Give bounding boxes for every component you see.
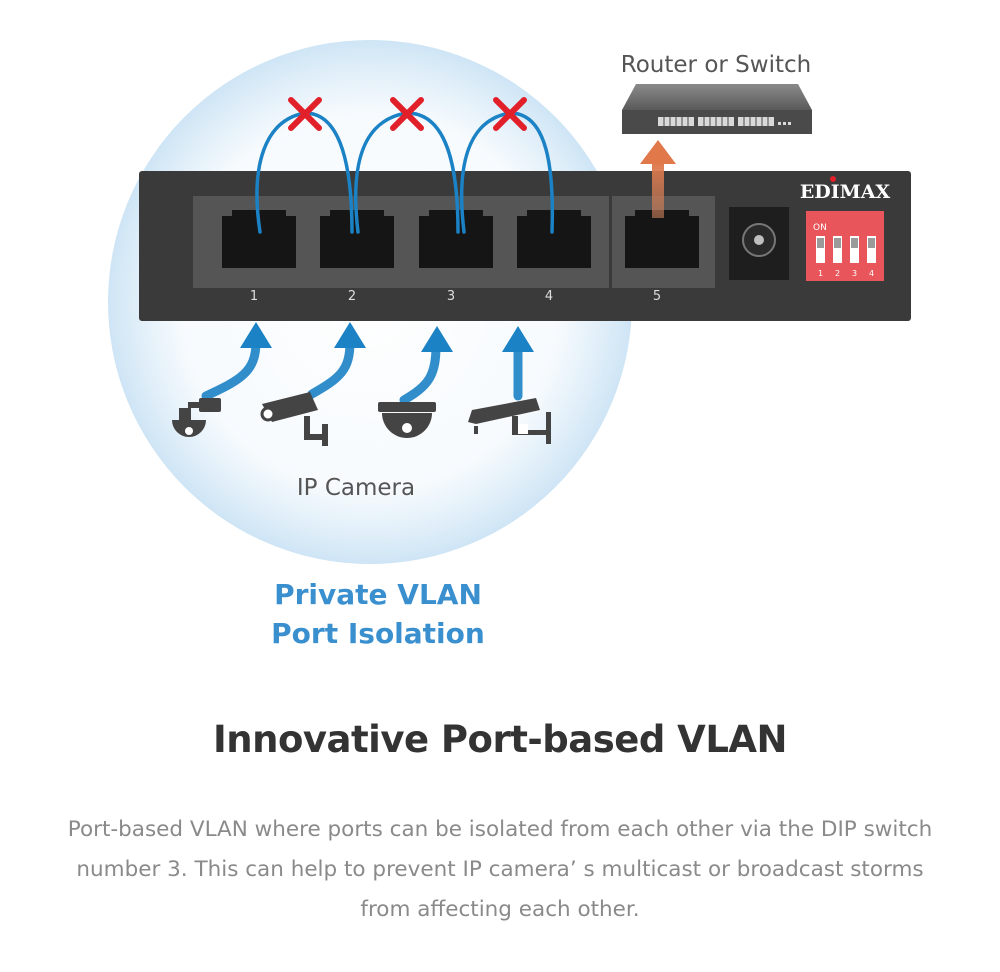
section-description: Port-based VLAN where ports can be isola… (67, 817, 933, 922)
vlan-diagram: Router or Switch 1 2 3 4 5 (108, 40, 911, 650)
port-5: 5 (625, 210, 699, 304)
rj45-jack-icon (320, 210, 394, 268)
dip-switch-3: 3 (850, 236, 859, 278)
rj45-jack-icon (517, 210, 591, 268)
camera-arrow-2 (307, 322, 366, 399)
camera-arrow-1 (201, 322, 272, 401)
port-3: 3 (419, 210, 493, 304)
dip-switch-2: 2 (833, 236, 842, 278)
logo-dot (830, 176, 836, 182)
section-heading: Innovative Port-based VLAN (213, 718, 788, 761)
router-switch-icon (622, 84, 812, 134)
uplink-arrow (640, 140, 676, 218)
dip-switch-4: 4 (867, 236, 876, 278)
power-jack-icon (729, 207, 789, 280)
port-4: 4 (517, 210, 591, 304)
port-1: 1 (222, 210, 296, 304)
port-label: 2 (348, 289, 356, 304)
router-label: Router or Switch (621, 52, 811, 78)
rj45-jack-icon (625, 210, 699, 268)
port-label: 4 (545, 289, 553, 304)
dip-switch-label: 2 (835, 269, 840, 278)
edimax-logo: EDIMAX (800, 181, 891, 203)
ptz-camera-icon (172, 398, 221, 437)
port-label: 3 (447, 289, 455, 304)
ip-camera-label: IP Camera (297, 475, 415, 501)
rj45-jack-icon (222, 210, 296, 268)
blocked-cross-icon (288, 97, 322, 131)
box-camera-icon (468, 398, 551, 444)
port-label: 5 (653, 289, 661, 304)
private-vlan-label: Private VLAN (274, 578, 482, 611)
dip-switch-label: 1 (818, 269, 823, 278)
port-label: 1 (250, 289, 258, 304)
dip-on-label: ON (813, 223, 827, 233)
camera-arrow-3 (399, 326, 453, 405)
port-isolation-label: Port Isolation (271, 617, 485, 650)
bullet-camera-icon (260, 392, 328, 446)
blocked-cross-icon (390, 97, 424, 131)
rj45-jack-icon (419, 210, 493, 268)
dip-switch-label: 4 (869, 269, 874, 278)
dip-switch-label: 3 (852, 269, 857, 278)
dome-camera-icon (378, 402, 436, 438)
blocked-cross-icon (493, 97, 527, 131)
port-2: 2 (320, 210, 394, 304)
dip-switch-1: 1 (816, 236, 825, 278)
dip-switch: ON 1 2 3 4 (806, 211, 884, 281)
camera-arrow-4 (502, 326, 534, 401)
